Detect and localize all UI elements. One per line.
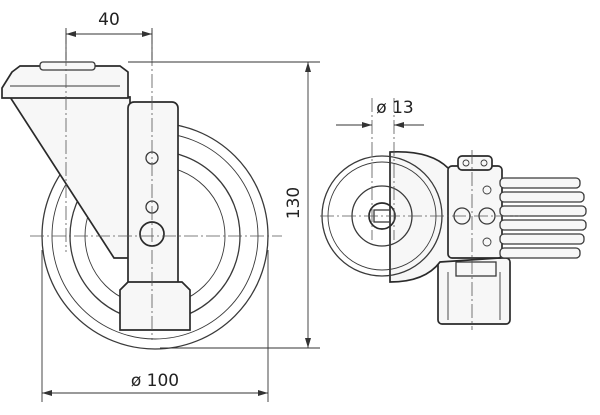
fork-rivet-bottom — [482, 237, 492, 247]
brake-block-insert — [455, 261, 497, 277]
height-dimension-label: 130 — [284, 187, 304, 219]
top-bolt-head — [457, 155, 493, 171]
bore-diameter-dimension: ø 13 — [336, 98, 424, 128]
offset-dimension: 40 — [65, 10, 153, 60]
fork-leg — [127, 101, 179, 291]
wheel-diameter-dimension-label: ø 100 — [131, 371, 179, 391]
fork-rivet-top — [482, 185, 492, 195]
brake-pedal — [119, 281, 191, 331]
height-dimension: 130 — [128, 61, 320, 349]
top-bolt-detail-left — [462, 159, 470, 167]
bore-diameter-dimension-label: ø 13 — [376, 98, 413, 118]
top-view — [320, 98, 587, 330]
brake-block — [437, 257, 511, 325]
bolt-hole-cap — [1, 65, 129, 99]
wheel-diameter-dimension: ø 100 — [41, 250, 269, 402]
offset-dimension-label: 40 — [98, 10, 120, 30]
top-bolt-detail-right — [480, 159, 488, 167]
bolt-hole-collar — [39, 61, 96, 71]
wheel-ribs — [499, 177, 587, 259]
side-view — [1, 30, 282, 350]
